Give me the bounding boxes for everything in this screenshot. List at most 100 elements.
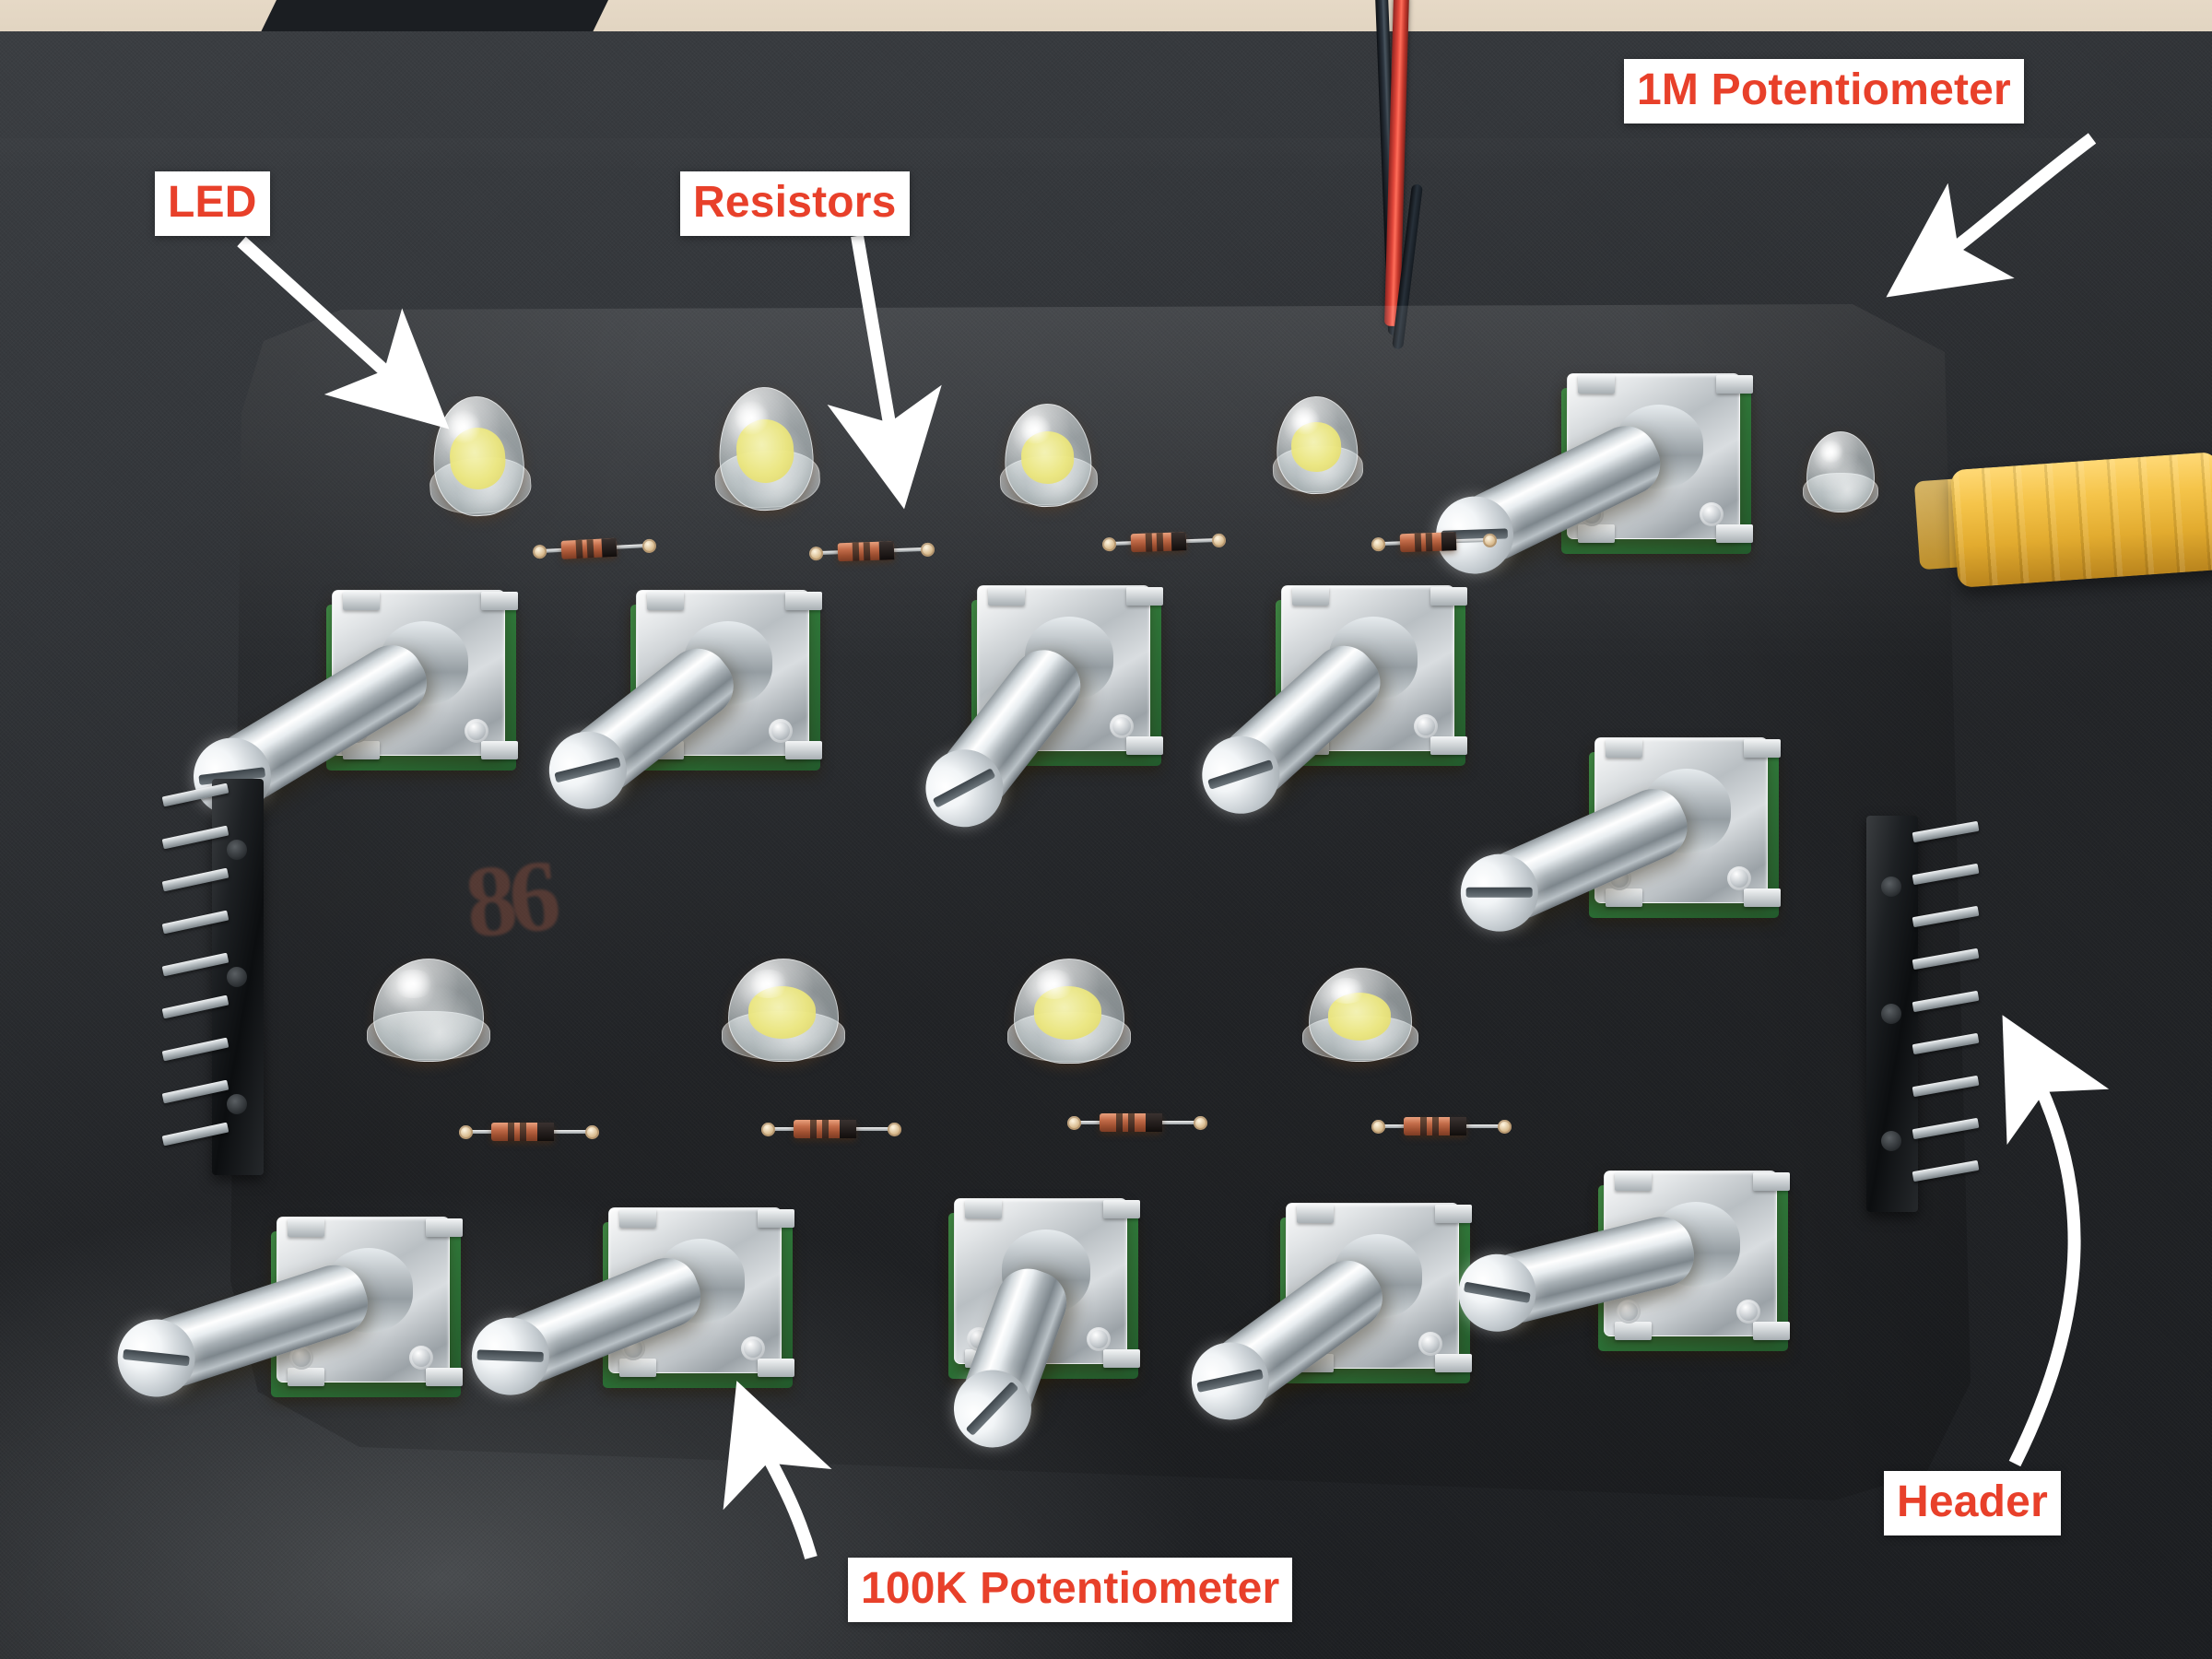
potentiometer-rivet	[1414, 714, 1438, 738]
annotation-label-res: Resistors	[680, 171, 910, 236]
potentiometer-rivet	[741, 1336, 765, 1360]
resistor-band	[1145, 533, 1153, 552]
resistor-band	[575, 539, 583, 559]
annotation-label-pot100k: 100K Potentiometer	[848, 1558, 1293, 1622]
led-4	[1271, 394, 1364, 496]
potentiometer-lug	[288, 1368, 324, 1386]
potentiometer-lug	[288, 1218, 324, 1237]
potentiometer-lug	[1430, 587, 1467, 606]
potentiometer-lug	[1126, 587, 1163, 606]
led-dome	[1275, 394, 1359, 496]
potentiometer-lug	[1716, 375, 1753, 394]
potentiometer-lug	[1615, 1322, 1652, 1340]
resistor-8	[1371, 1117, 1512, 1135]
resistor-body	[1399, 532, 1457, 553]
resistor-pad	[1067, 1116, 1081, 1130]
resistor-band	[537, 1123, 554, 1141]
potentiometer-lug	[785, 741, 822, 759]
resistor-band	[586, 539, 594, 559]
resistor-band	[1171, 532, 1187, 551]
resistor-body	[491, 1123, 554, 1141]
header-nub	[227, 967, 247, 987]
potentiometer-slot	[477, 1349, 544, 1362]
potentiometer-rivet	[1110, 714, 1134, 738]
resistor-pad	[1482, 533, 1498, 548]
resistor-pad	[641, 538, 657, 554]
led-highlight	[1325, 978, 1367, 1004]
desk-edge-highlight	[0, 138, 2212, 175]
led-5	[1802, 431, 1879, 512]
led-dome	[715, 384, 817, 513]
resistor-body	[794, 1120, 856, 1138]
potentiometer-lug	[1606, 888, 1642, 907]
potentiometer-lug	[758, 1359, 794, 1377]
potentiometer-rivet	[465, 719, 488, 743]
potentiometer-rivet	[1700, 502, 1724, 526]
header-nub	[1881, 1004, 1901, 1024]
potentiometer-rivet	[1418, 1332, 1442, 1356]
led-highlight	[1818, 440, 1845, 463]
potentiometer-lug	[1615, 1172, 1652, 1191]
led-dome	[1806, 431, 1875, 512]
potentiometer-lug	[965, 1200, 1002, 1218]
potentiometer-rivet	[1736, 1300, 1760, 1324]
resistor-pad	[1194, 1116, 1207, 1130]
led-dome	[1309, 968, 1412, 1062]
resistor-band	[1414, 533, 1422, 552]
header-nub	[1881, 877, 1901, 897]
potentiometer-slot	[1465, 887, 1533, 898]
resistor-band	[1420, 1117, 1427, 1135]
annotation-label-led: LED	[155, 171, 270, 236]
potentiometer-lug	[1435, 1354, 1472, 1372]
resistor-pad	[888, 1123, 901, 1136]
potentiometer-lug	[1716, 524, 1753, 543]
potentiometer-slot	[123, 1348, 190, 1367]
resistor-body	[1404, 1117, 1466, 1135]
potentiometer-slot	[554, 757, 621, 783]
led-dome	[1014, 959, 1124, 1064]
potentiometer-lug	[426, 1368, 463, 1386]
resistor-band	[1425, 533, 1433, 552]
led-1	[428, 393, 534, 520]
resistor-pad	[532, 544, 547, 559]
potentiometer-lug	[343, 741, 380, 759]
resistor-6	[761, 1120, 901, 1138]
header-nub	[227, 1094, 247, 1114]
potentiometer-lug	[619, 1209, 656, 1228]
resistor-body	[837, 541, 895, 562]
potentiometer-rivet	[1087, 1327, 1111, 1351]
potentiometer-lug	[343, 592, 380, 610]
resistor-band	[863, 542, 871, 561]
resistor-band	[852, 542, 860, 561]
led-dome	[728, 959, 839, 1062]
led-7	[721, 959, 846, 1062]
potentiometer-lug	[1578, 375, 1615, 394]
potentiometer-lug	[426, 1218, 463, 1237]
potentiometer-lug	[1606, 739, 1642, 758]
led-dome	[1003, 402, 1093, 509]
resistor-pad	[761, 1123, 775, 1136]
potentiometer-slot	[965, 1381, 1019, 1437]
potentiometer-lug	[1753, 1322, 1790, 1340]
resistor-pad	[1371, 536, 1386, 552]
led-highlight	[391, 970, 436, 998]
potentiometer-lug	[1744, 739, 1781, 758]
resistor-band	[1146, 1113, 1162, 1132]
led-highlight	[746, 970, 791, 998]
potentiometer-rivet	[769, 719, 793, 743]
potentiometer-lug	[481, 592, 518, 610]
resistor-band	[840, 1120, 856, 1138]
resistor-5	[459, 1123, 599, 1141]
resistor-band	[520, 1123, 526, 1141]
resistor-pad	[459, 1125, 473, 1139]
potentiometer-slot	[932, 768, 996, 808]
resistor-band	[1450, 1117, 1466, 1135]
annotation-label-pot1m: 1M Potentiometer	[1624, 59, 2024, 124]
potentiometer-lug	[1297, 1205, 1334, 1223]
resistor-band	[810, 1120, 817, 1138]
resistor-band	[1432, 1117, 1439, 1135]
resistor-pad	[920, 542, 935, 558]
potentiometer-lug	[758, 1209, 794, 1228]
resistor-band	[1156, 533, 1164, 552]
